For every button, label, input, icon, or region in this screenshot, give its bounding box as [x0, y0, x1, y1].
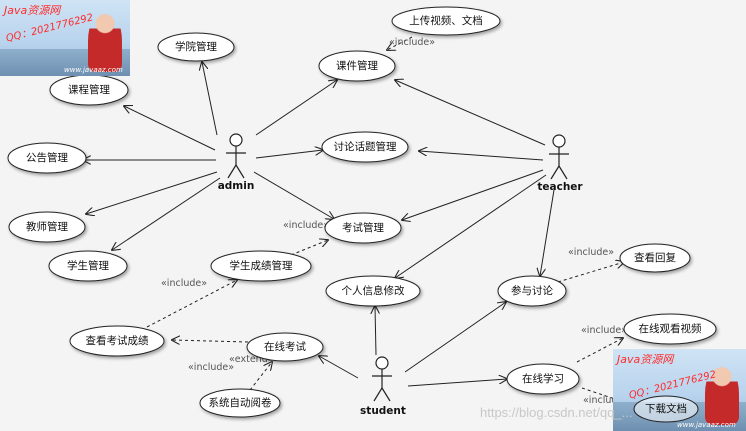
learning-video-include: [576, 338, 623, 363]
teacher-profile-assoc: [395, 174, 547, 278]
teacher-exam-assoc: [402, 169, 544, 220]
uc-notice-mgmt-shape: [7, 142, 87, 174]
uc-profile-edit[interactable]: 个人信息修改: [342, 284, 405, 297]
uc-teacher-mgmt-shape: [8, 211, 86, 243]
stereotype-labels: «include» «include» «include» «extend» «…: [161, 37, 629, 406]
admin-college-assoc: [202, 62, 218, 136]
uc-auto-grading-shape: [199, 388, 281, 418]
actor-student-figure: [372, 356, 392, 402]
uc-student-mgmt-shape: [48, 250, 128, 282]
uc-watch-video-shape: [623, 313, 717, 345]
teacher-discussion-assoc: [419, 151, 544, 161]
uc-online-exam[interactable]: 在线考试: [264, 340, 306, 353]
actor-admin-label[interactable]: admin: [218, 180, 255, 192]
grade-exam-include: [290, 240, 328, 256]
uc-view-reply[interactable]: 查看回复: [634, 251, 676, 264]
uc-upload-media[interactable]: 上传视频、文档: [409, 14, 483, 27]
admin-teacher-mgmt-assoc: [86, 171, 218, 214]
include-label-upload: «include»: [389, 37, 435, 48]
include-label-reply: «include»: [568, 247, 614, 258]
uc-view-exam-grade[interactable]: 查看考试成绩: [86, 334, 149, 347]
admin-courseware-assoc: [255, 80, 337, 136]
uc-profile-edit-shape: [325, 275, 421, 307]
extend-label: «extend»: [229, 354, 274, 365]
online-exam-extend: [172, 340, 249, 342]
discussion-reply-include: [557, 262, 624, 283]
uc-courseware-mgmt[interactable]: 课件管理: [336, 59, 378, 72]
uc-notice-mgmt[interactable]: 公告管理: [26, 151, 68, 164]
uc-grade-mgmt[interactable]: 学生成绩管理: [230, 259, 293, 272]
watermark-photo-bottom-right: Java资源网 QQ：2021776292 www.javaaz.com: [613, 349, 746, 431]
uc-course-mgmt[interactable]: 课程管理: [68, 83, 110, 96]
associations: [83, 62, 555, 387]
watermark-site-title-2: Java资源网: [617, 353, 674, 366]
use-case-labels: 学院管理 课程管理 公告管理 教师管理 学生管理 课件管理 上传视频、文档 讨论…: [26, 14, 702, 409]
watermark-url-2: www.javaaz.com: [677, 421, 736, 429]
student-join-discussion-assoc: [404, 302, 506, 373]
uc-join-discussion[interactable]: 参与讨论: [511, 284, 553, 297]
footer-blog-watermark: https://blog.csdn.net/qq_...: [480, 405, 633, 420]
include-label-view-grade: «include»: [161, 278, 207, 289]
uc-online-learning-shape: [506, 363, 580, 395]
admin-exam-assoc: [253, 171, 334, 219]
include-label-download: «include»: [583, 395, 629, 406]
uc-online-learning[interactable]: 在线学习: [522, 372, 564, 385]
watermark-site-title: Java资源网: [4, 4, 61, 17]
uc-view-reply-shape: [619, 243, 691, 273]
admin-student-mgmt-assoc: [112, 177, 221, 250]
admin-course-assoc: [124, 106, 216, 151]
actor-teacher-label[interactable]: teacher: [537, 181, 583, 193]
uc-grade-mgmt-shape: [210, 250, 312, 282]
view-grade-include: [146, 280, 237, 328]
uc-auto-grading[interactable]: 系统自动阅卷: [209, 396, 272, 409]
uc-college-mgmt-shape: [157, 32, 235, 62]
actor-student-label[interactable]: student: [360, 405, 406, 417]
uc-student-mgmt[interactable]: 学生管理: [67, 259, 109, 272]
uc-online-exam-shape: [246, 332, 324, 362]
teacher-courseware-assoc: [395, 80, 546, 146]
uc-exam-mgmt[interactable]: 考试管理: [342, 221, 384, 234]
auto-grading-include: [249, 362, 272, 391]
watermark-url: www.javaaz.com: [64, 66, 123, 74]
student-learning-assoc: [407, 379, 507, 387]
actor-teacher-figure: [549, 134, 569, 180]
teacher-join-discussion-assoc: [540, 189, 555, 276]
student-online-exam-assoc: [319, 356, 359, 379]
uc-discussion-topic-mgmt-shape: [321, 131, 409, 163]
include-label-grade: «include»: [283, 220, 329, 231]
actor-labels: admin teacher student: [218, 180, 584, 417]
include-label-auto-grading: «include»: [188, 362, 234, 373]
include-label-video: «include»: [581, 325, 627, 336]
uc-upload-media-shape: [391, 6, 501, 36]
actor-admin-figure: [226, 133, 246, 179]
uc-teacher-mgmt[interactable]: 教师管理: [26, 220, 68, 233]
uc-watch-video[interactable]: 在线观看视频: [639, 322, 702, 335]
uc-exam-mgmt-shape: [324, 212, 402, 244]
admin-discussion-assoc: [255, 150, 323, 159]
uc-join-discussion-shape: [497, 275, 567, 307]
student-profile-assoc: [375, 306, 376, 356]
uc-college-mgmt[interactable]: 学院管理: [175, 40, 217, 53]
uc-courseware-mgmt-shape: [318, 50, 396, 82]
watermark-photo-top-left: Java资源网 QQ：2021776292 www.javaaz.com: [0, 0, 130, 76]
uc-discussion-topic-mgmt[interactable]: 讨论话题管理: [334, 140, 397, 153]
courseware-upload-include: [387, 36, 413, 50]
uc-view-exam-grade-shape: [69, 325, 165, 357]
use-case-ellipses: [7, 6, 717, 418]
